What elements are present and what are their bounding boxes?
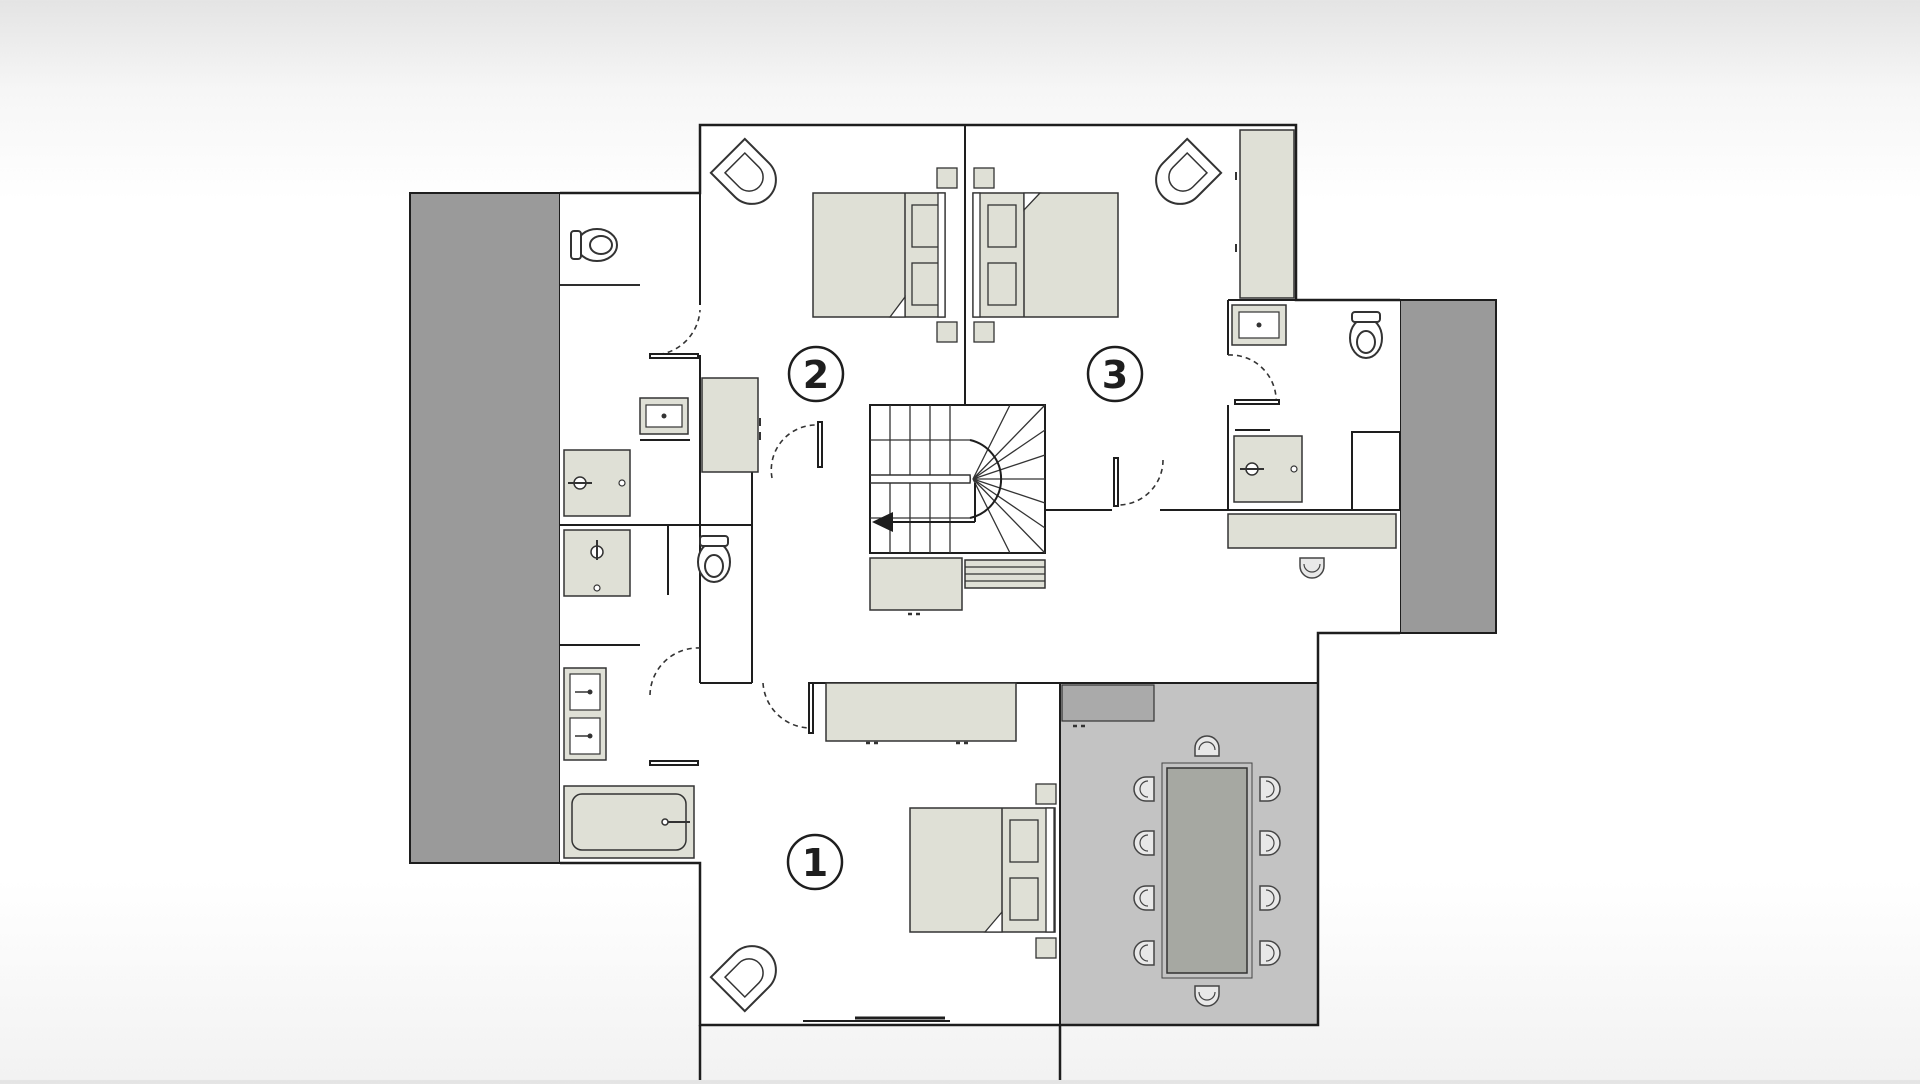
room-label: 1	[802, 841, 828, 885]
sink-icon	[1231, 304, 1287, 346]
chair-icon	[1133, 940, 1155, 966]
chair-icon	[1194, 985, 1220, 1007]
outer-walls	[560, 123, 1400, 1080]
armchair-icon	[1155, 137, 1223, 205]
shelf	[869, 557, 1046, 616]
room-label: 2	[803, 353, 829, 397]
chair-icon	[1299, 557, 1325, 579]
toilet-icon	[570, 228, 618, 262]
room-label: 3	[1102, 353, 1128, 397]
dining-table-icon	[1161, 762, 1253, 979]
toilet-icon	[1349, 311, 1383, 359]
room-marker-2: 2	[787, 345, 845, 403]
chair-icon	[1194, 735, 1220, 757]
window-south	[803, 1016, 950, 1022]
room-marker-3: 3	[1086, 345, 1144, 403]
sideboard	[1061, 684, 1155, 728]
chair-icon	[1259, 885, 1281, 911]
shower-icon	[563, 449, 631, 517]
armchair-icon	[709, 945, 777, 1013]
interior-walls	[560, 125, 1401, 1025]
toilet-icon	[697, 535, 731, 583]
chair-icon	[1133, 776, 1155, 802]
sink-icon	[563, 667, 607, 761]
bed-icon	[972, 167, 1119, 343]
wardrobe	[825, 682, 1017, 745]
bathtub-icon	[563, 785, 695, 859]
bed-icon	[812, 167, 958, 343]
door-leaves	[649, 353, 1280, 766]
chair-icon	[1259, 776, 1281, 802]
chair-icon	[1259, 830, 1281, 856]
shower-icon	[1233, 435, 1303, 503]
door-swing-icon	[649, 309, 1277, 729]
roof-zone-east	[1399, 299, 1497, 634]
sink-icon	[639, 397, 689, 435]
desk	[1227, 513, 1397, 579]
chair-icon	[1259, 940, 1281, 966]
chair-icon	[1133, 830, 1155, 856]
bed-icon	[909, 783, 1057, 959]
room-marker-1: 1	[786, 833, 844, 891]
armchair-icon	[709, 137, 777, 205]
wardrobe	[701, 377, 761, 473]
wardrobe	[1235, 129, 1295, 299]
staircase-icon	[869, 404, 1046, 554]
chair-icon	[1133, 885, 1155, 911]
shower-icon	[563, 529, 631, 597]
roof-zone-west	[409, 192, 561, 864]
